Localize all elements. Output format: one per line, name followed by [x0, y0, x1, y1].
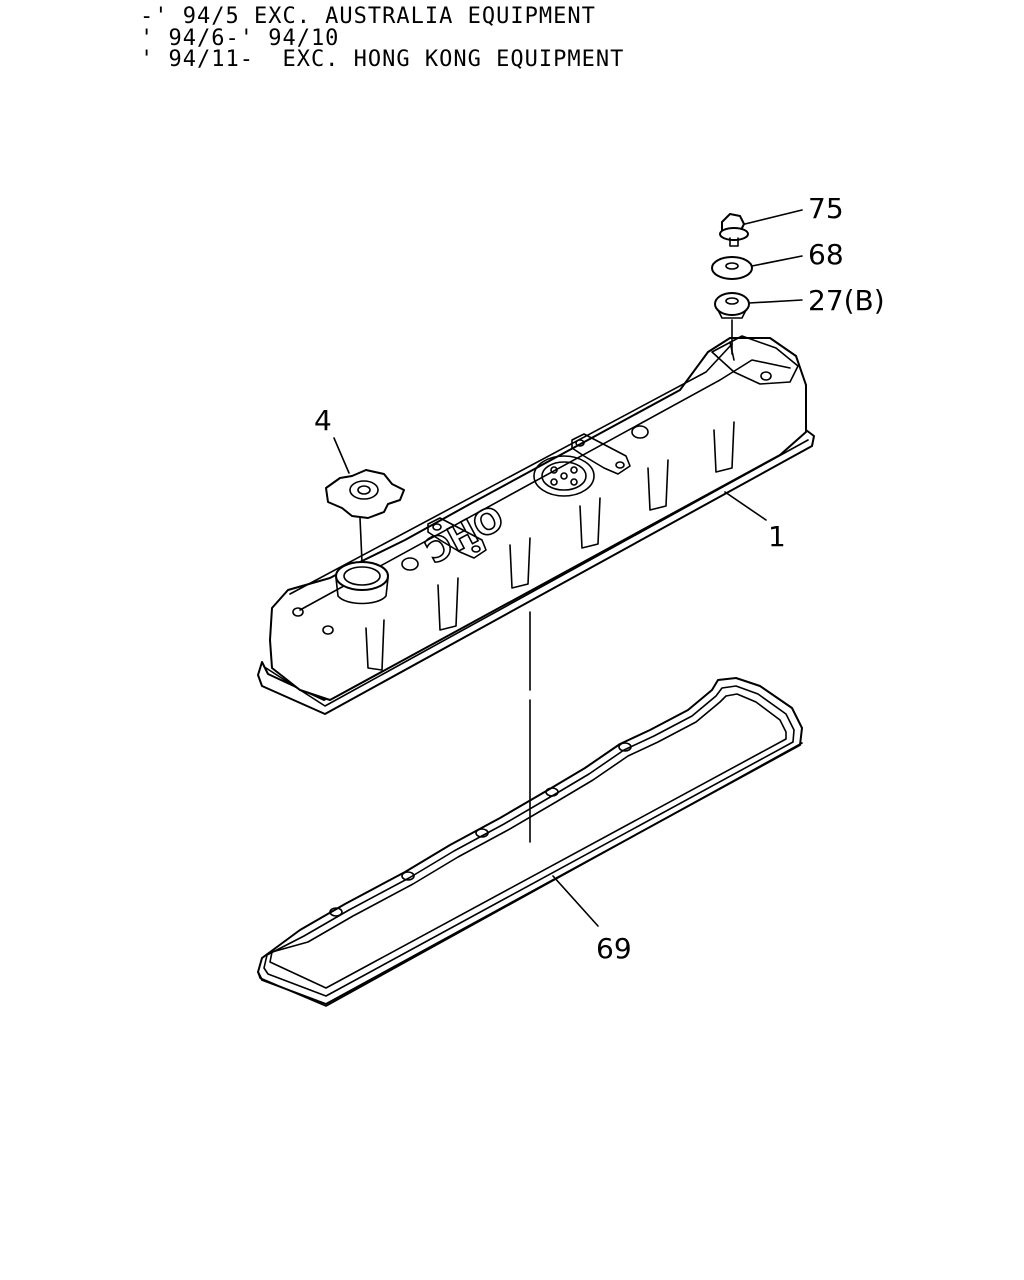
rocker-cover-gasket[interactable]	[257, 677, 803, 1007]
callout-27b: 27(B)	[808, 284, 885, 317]
callout-69: 69	[596, 932, 632, 965]
callout-68: 68	[808, 238, 844, 271]
oil-filler-cap[interactable]	[325, 469, 405, 519]
washer[interactable]	[711, 256, 753, 280]
rocker-cover[interactable]: OHC	[257, 335, 815, 715]
applicability-header: -' 94/5 EXC. AUSTRALIA EQUIPMENT ' 94/6-…	[140, 6, 624, 71]
callout-4: 4	[314, 404, 332, 437]
header-line-3: ' 94/11- EXC. HONG KONG EQUIPMENT	[140, 47, 625, 72]
header-line-1: -' 94/5 EXC. AUSTRALIA EQUIPMENT	[140, 4, 596, 29]
leader-lines	[333, 209, 803, 927]
bolt[interactable]	[719, 213, 749, 247]
grommet[interactable]	[714, 292, 750, 319]
callout-1: 1	[768, 520, 786, 553]
header-line-2: ' 94/6-' 94/10	[140, 25, 340, 51]
callout-75: 75	[808, 192, 844, 225]
